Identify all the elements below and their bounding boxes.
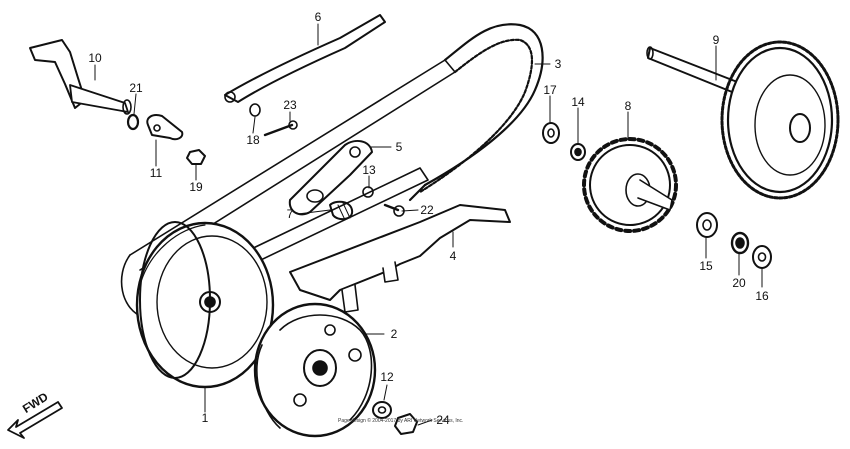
chain-guide [224, 14, 386, 103]
final-gear-shaft [646, 40, 840, 200]
callout-10: 10 [88, 51, 102, 65]
shaft-washers [696, 212, 772, 269]
screws [249, 103, 405, 217]
small-fasteners-left [126, 113, 206, 165]
callout-15: 15 [699, 259, 713, 273]
callout-17: 17 [543, 83, 557, 97]
callout-1: 1 [201, 411, 209, 425]
callout-12: 12 [380, 370, 394, 384]
sprocket [582, 137, 678, 233]
callout-22: 22 [420, 203, 434, 217]
drive-chain [408, 23, 544, 202]
callout-6: 6 [314, 10, 322, 24]
callout-18: 18 [246, 133, 260, 147]
callout-16: 16 [755, 289, 769, 303]
callout-7: 7 [286, 207, 294, 221]
callout-11: 11 [149, 166, 163, 180]
sprocket-washers [542, 122, 586, 161]
callout-23: 23 [283, 98, 297, 112]
callout-3: 3 [554, 57, 562, 71]
pulley [135, 221, 275, 389]
fwd-arrow-icon [7, 401, 63, 439]
kick-lever [29, 39, 132, 115]
callout-8: 8 [624, 99, 632, 113]
callout-19: 19 [189, 180, 203, 194]
callout-5: 5 [395, 140, 403, 154]
bracket [289, 204, 511, 313]
callout-24: 24 [436, 413, 450, 427]
callout-14: 14 [571, 95, 585, 109]
clutch-assembly [253, 302, 377, 438]
callout-4: 4 [449, 249, 457, 263]
callout-21: 21 [129, 81, 143, 95]
callout-20: 20 [732, 276, 746, 290]
clutch-fasteners [372, 401, 418, 435]
callout-13: 13 [362, 163, 376, 177]
callout-9: 9 [712, 33, 720, 47]
chain-tensioner [288, 139, 374, 221]
leader-lines [94, 23, 763, 426]
callout-2: 2 [390, 327, 398, 341]
copyright-credit: Page design © 2004-2017 by ARI Network S… [338, 418, 464, 424]
